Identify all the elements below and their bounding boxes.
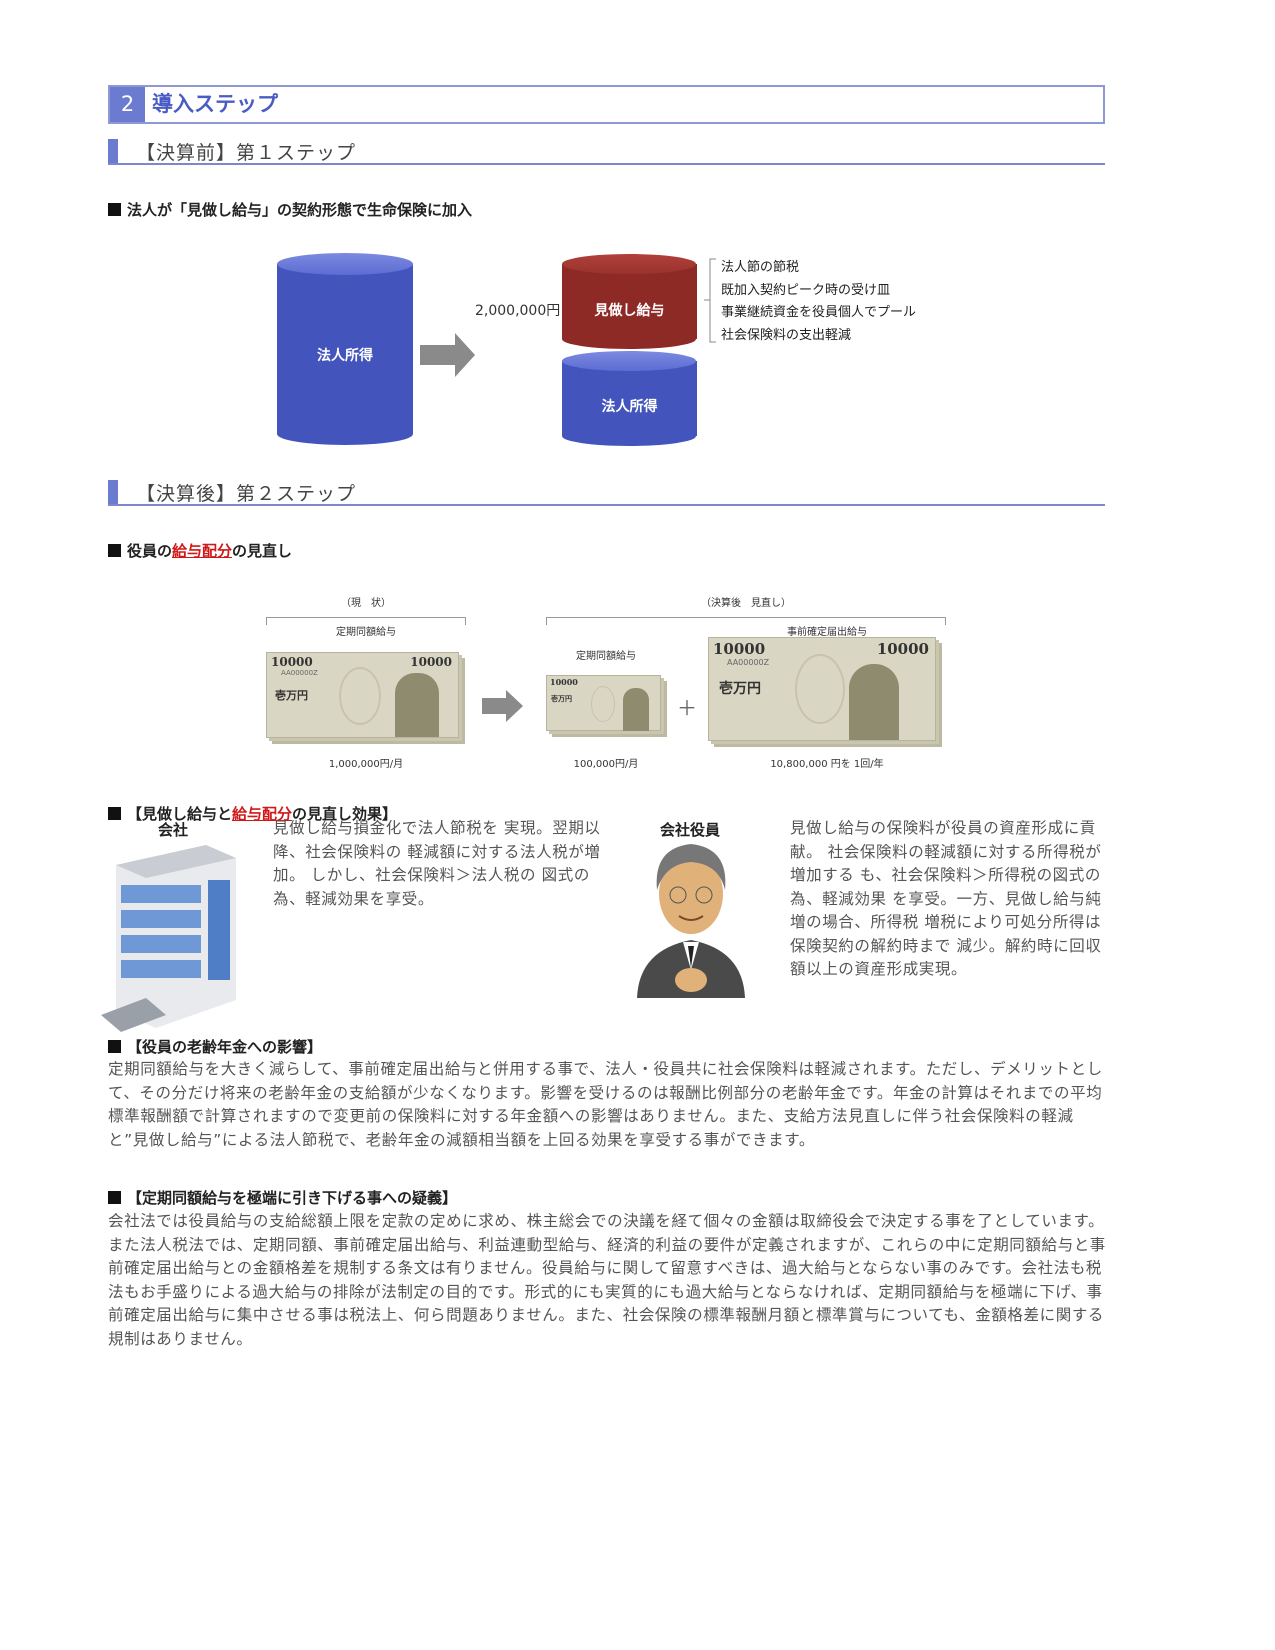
plus-sign: ＋ [677,696,697,720]
step2-heading: 【決算後】第２ステップ [108,480,1105,506]
building-icon [101,845,236,1032]
cylinder-diagram [277,253,716,446]
section-title: 導入ステップ [152,92,278,116]
benefit-list: 法人節の節税既加入契約ピーク時の受け皿事業継続資金を役員個人でプール社会保険料の… [721,257,916,348]
officer-avatar-icon [637,844,745,998]
after-item-1: 定期同額給与 [576,651,636,662]
step1-subheading: 法人が「見做し給与」の契約形態で生命保険に加入 [108,199,472,220]
current-amount: 1,000,000円/月 [328,759,404,770]
doubt-text: 会社法では役員給与の支給総額上限を定款の定めに求め、株主総会での決議を経て個々の… [108,1212,1106,1348]
blue-cylinder [562,351,697,446]
red-cylinder [562,254,697,349]
current-item: 定期同額給与 [336,627,396,638]
banknote-image: 10000 10000 AA00000Z 壱万円 [266,652,459,738]
banknote-small-image: 10000 壱万円 [546,675,661,731]
officer-label: 会社役員 [659,821,720,839]
section-number: 2 [110,87,145,122]
arrow-icon [482,690,523,722]
red-cylinder-label: 見做し給与 [594,303,665,319]
company-effect-text: 見做し給与損金化で法人節税を 実現。翌期以降、社会保険料の 軽減額に対する法人税… [273,819,601,908]
blue-cylinder-label: 法人所得 [601,399,658,415]
left-cylinder-label: 法人所得 [317,348,373,364]
step1-heading: 【決算前】第１ステップ [108,139,1105,165]
step2-subheading: 役員の給与配分の見直し [108,540,292,561]
doubt-heading: 【定期同額給与を極端に引き下げる事への疑義】 [108,1187,457,1208]
benefit-item: 既加入契約ピーク時の受け皿 [721,282,891,298]
left-cylinder [277,253,413,445]
benefit-item: 社会保険料の支出軽減 [721,328,852,344]
officer-effect-text: 見做し給与の保険料が役員の資産形成に貢献。 社会保険料の軽減額に対する所得税が増… [790,819,1102,978]
bracket [546,617,946,625]
amount-label: 2,000,000円 [475,303,561,319]
after-label: （決算後 見直し） [701,598,791,609]
company-label: 会社 [157,821,188,839]
bracket [704,258,716,343]
benefit-item: 事業継続資金を役員個人でプール [721,305,917,321]
after-item-2: 事前確定届出給与 [787,627,867,638]
benefit-item: 法人節の節税 [721,260,800,275]
arrow-icon [420,333,475,377]
banknote-large-image: 10000 10000 AA00000Z 壱万円 [708,637,936,741]
after-amount-2: 10,800,000 円を 1回/年 [770,759,884,770]
bracket [266,617,466,625]
current-label: （現 状） [341,598,391,609]
effects-heading: 【見做し給与と給与配分の見直し効果】 [108,803,397,824]
section-header: 2 導入ステップ [108,85,1105,124]
after-amount-1: 100,000円/月 [573,759,639,770]
pension-text: 定期同額給与を大きく減らして、事前確定届出給与と併用する事で、法人・役員共に社会… [108,1060,1103,1149]
pension-heading: 【役員の老齢年金への影響】 [108,1036,322,1057]
